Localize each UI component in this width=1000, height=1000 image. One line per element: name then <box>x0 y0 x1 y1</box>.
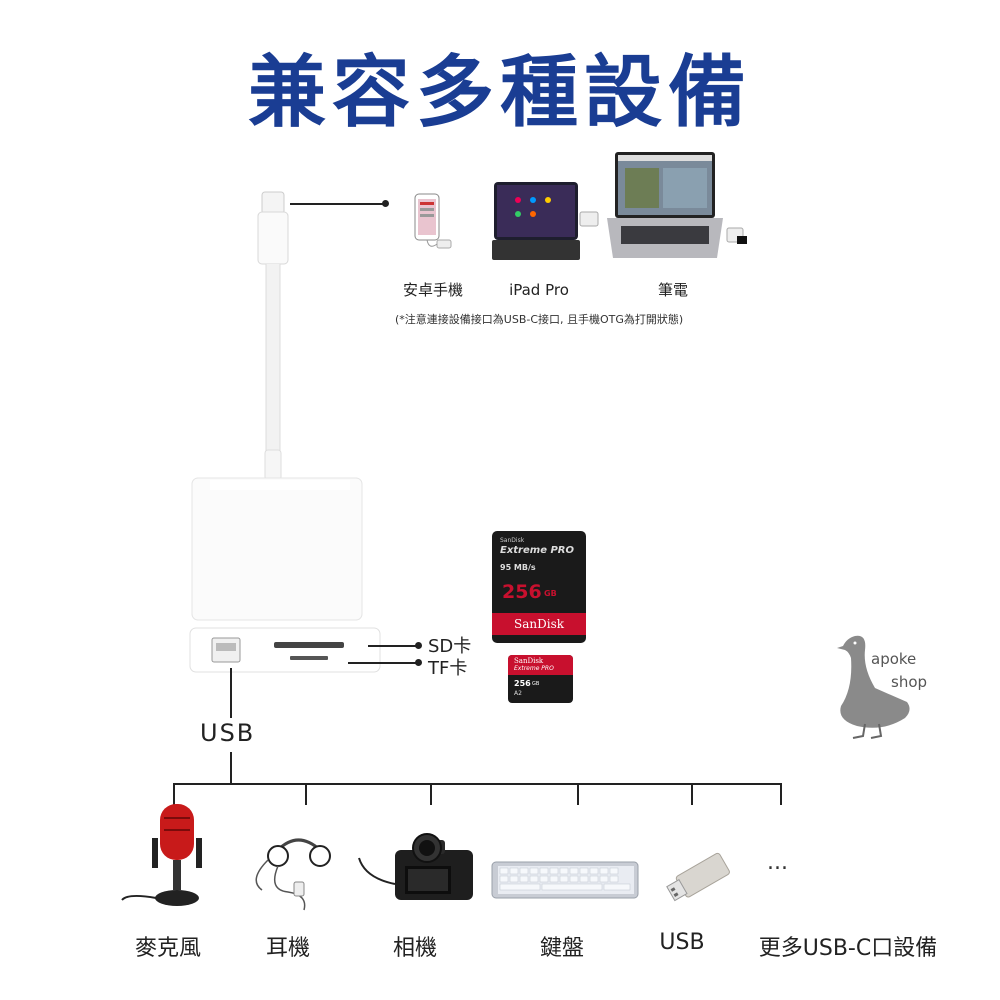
usb-trunk-line <box>230 752 232 784</box>
apoke-shop-logo <box>837 635 910 739</box>
tf-line <box>348 662 418 664</box>
sd-card-brand-bottom: SanDisk <box>514 617 564 631</box>
microsd-unit: GB <box>532 681 540 687</box>
sd-card-line: Extreme PRO <box>500 545 574 556</box>
usb-port-line <box>230 668 232 718</box>
branch-tick-4 <box>577 783 579 805</box>
usb-c-note: (*注意連接設備接口為USB-C接口, 且手機OTG為打開狀態) <box>395 313 684 326</box>
connector-dot <box>382 200 389 207</box>
device-label-android: 安卓手機 <box>402 281 463 299</box>
ipad-pro-icon <box>492 182 599 260</box>
tf-card-label: TF卡 <box>428 658 468 679</box>
usb-device-label-camera: 相機 <box>392 936 437 961</box>
branch-tick-5 <box>691 783 693 805</box>
sd-card-unit: GB <box>544 589 557 598</box>
usb-device-label-earphones: 耳機 <box>265 936 310 961</box>
usb-device-label-more: 更多USB-C口設備 <box>758 936 938 961</box>
more-icon: ... <box>767 850 788 875</box>
microsd-class: A2 <box>514 690 522 697</box>
branch-tick-6 <box>780 783 782 805</box>
usb-port-label: USB <box>200 719 256 747</box>
device-label-ipad: iPad Pro <box>509 281 569 299</box>
connector-line <box>290 203 385 205</box>
sd-card-label: SD卡 <box>428 636 472 657</box>
android-phone-icon <box>414 193 452 249</box>
branch-tick-1 <box>173 783 175 805</box>
camera-icon <box>358 833 473 900</box>
logo-text-line2: shop <box>891 673 928 691</box>
tf-dot <box>415 659 422 666</box>
logo-text-line1: apoke <box>871 650 917 668</box>
branch-tick-3 <box>430 783 432 805</box>
usb-branch-line <box>173 783 782 785</box>
microphone-icon <box>121 804 202 906</box>
laptop-icon <box>607 152 747 258</box>
usb-device-label-microphone: 麥克風 <box>134 936 201 961</box>
keyboard-icon <box>491 861 639 899</box>
earphones-icon <box>255 838 331 911</box>
microsd-line: Extreme PRO <box>514 665 554 672</box>
microsd-card: SanDisk Extreme PRO 256 GB A2 <box>508 655 573 703</box>
usb-device-label-keyboard: 鍵盤 <box>539 936 584 961</box>
microsd-capacity: 256 <box>514 679 531 688</box>
sd-card-speed: 95 MB/s <box>500 563 536 572</box>
device-label-laptop: 筆電 <box>657 281 688 299</box>
page-title: 兼容多種設備 <box>247 48 752 138</box>
sd-line <box>368 645 418 647</box>
usb-drive-icon <box>666 852 730 902</box>
branch-tick-2 <box>305 783 307 805</box>
sd-card-capacity: 256 <box>502 581 542 603</box>
microsd-brand: SanDisk <box>514 657 544 665</box>
sd-card: SanDisk Extreme PRO 95 MB/s 256 GB SanDi… <box>492 531 586 643</box>
usb-c-hub-icon <box>189 191 381 673</box>
sd-card-brand-top: SanDisk <box>500 537 525 544</box>
usb-device-label-usb-drive: USB <box>659 930 705 955</box>
sd-dot <box>415 642 422 649</box>
